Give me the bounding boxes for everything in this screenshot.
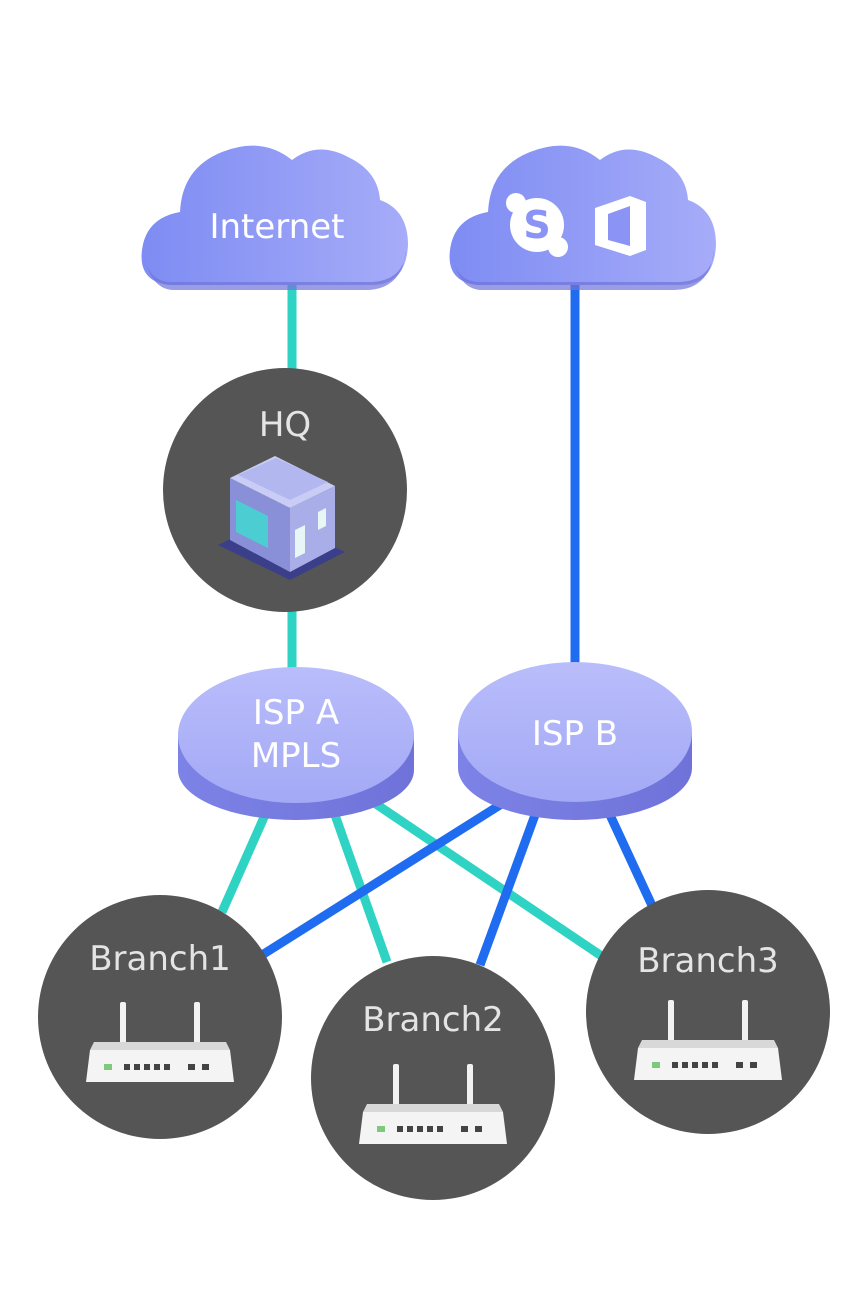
hq-node: HQ	[163, 368, 407, 612]
isp-a-label-line1: ISP A	[253, 693, 339, 733]
internet-cloud: Internet	[141, 145, 409, 290]
branch1-label: Branch1	[89, 939, 231, 979]
building-icon	[218, 456, 345, 580]
link-isp-b-branch3	[605, 813, 660, 914]
link-isp-a-branch1	[217, 813, 270, 914]
router-icon	[634, 1000, 782, 1080]
router-icon	[86, 1002, 234, 1082]
cloud-icon	[449, 145, 716, 285]
office-icon	[595, 196, 646, 256]
branch1-circle	[38, 895, 282, 1139]
isp-b-disk	[458, 662, 692, 802]
cloud-icon	[141, 145, 409, 285]
microsoft-cloud: S	[449, 145, 716, 290]
isp-a-label-line2: MPLS	[251, 736, 341, 776]
skype-icon: S	[506, 193, 568, 257]
link-isp-a-branch3	[367, 796, 606, 961]
branch2-circle	[311, 956, 555, 1200]
isp-a-node: ISP A MPLS	[178, 667, 414, 820]
svg-text:S: S	[523, 203, 550, 247]
router-icon	[359, 1064, 507, 1144]
links	[217, 275, 660, 967]
internet-label: Internet	[209, 207, 344, 247]
link-isp-b-branch2	[475, 813, 540, 967]
isp-b-node: ISP B	[458, 662, 692, 820]
branch3-circle	[586, 890, 830, 1134]
hq-label: HQ	[259, 405, 311, 445]
isp-b-label: ISP B	[532, 714, 618, 754]
branch2-node: Branch2	[311, 956, 555, 1200]
branch3-node: Branch3	[586, 890, 830, 1134]
branch2-label: Branch2	[362, 1000, 504, 1040]
branch3-label: Branch3	[637, 941, 779, 981]
link-isp-b-branch1	[259, 801, 503, 959]
isp-a-disk	[178, 667, 414, 803]
branch1-node: Branch1	[38, 895, 282, 1139]
